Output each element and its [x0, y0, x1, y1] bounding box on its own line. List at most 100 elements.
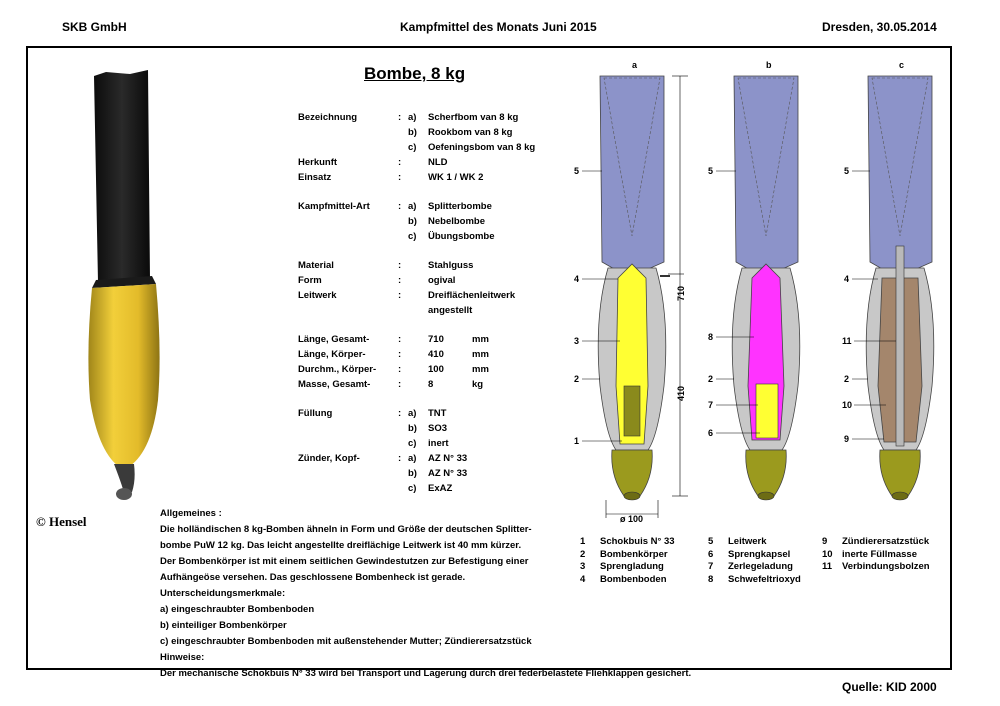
legend-text: Schokbuis N° 33: [600, 536, 675, 547]
spec-value: angestellt: [428, 305, 473, 316]
variant-b-drawing: [731, 75, 801, 501]
spec-value: Nebelbombe: [428, 216, 486, 227]
header-subject: Kampfmittel des Monats Juni 2015: [400, 20, 597, 34]
spec-colon: :: [398, 172, 402, 183]
legend-text: Zerlegeladung: [728, 561, 793, 572]
spec-value: Oefeningsbom van 8 kg: [428, 142, 536, 153]
spec-colon: :: [398, 453, 402, 464]
variant-b-fuze: [745, 449, 787, 497]
text-line: Aufhängeöse versehen. Das geschlossene B…: [160, 572, 466, 583]
spec-unit: kg: [472, 379, 484, 390]
callout-c-2: 2: [844, 374, 849, 384]
variant-a-fuze: [611, 449, 653, 497]
legend-number: 11: [822, 561, 833, 572]
text-line: Der Bombenkörper ist mit einem seitliche…: [160, 556, 529, 567]
spec-value: AZ N° 33: [428, 453, 468, 464]
legend-text: inerte Füllmasse: [842, 548, 917, 560]
spec-value: SO3: [428, 423, 448, 434]
legend-text: Sprengkapsel: [728, 548, 791, 560]
spec-value: AZ N° 33: [428, 468, 468, 479]
legend-number: 7: [708, 561, 714, 572]
spec-letter: b): [408, 468, 417, 479]
callout-a-2: 2: [574, 374, 579, 384]
text-line: bombe PuW 12 kg. Das leicht angestellte …: [160, 540, 522, 551]
spec-colon: :: [398, 408, 402, 419]
text-line: b) einteiliger Bombenkörper: [160, 620, 287, 631]
variant-c-drawing: [865, 75, 935, 501]
spec-colon: :: [398, 275, 402, 286]
spec-label: Herkunft: [298, 157, 338, 168]
callout-b-7: 7: [708, 400, 713, 410]
spec-letter: b): [408, 216, 417, 227]
callout-a-3: 3: [574, 336, 579, 346]
spec-label: Kampfmittel-Art: [298, 201, 370, 212]
legend-number: 5: [708, 536, 714, 547]
spec-colon: :: [398, 112, 402, 123]
spec-label: Leitwerk: [298, 290, 337, 301]
bomb-fuze-tip: [116, 488, 132, 500]
spec-label: Material: [298, 260, 334, 271]
spec-colon: :: [398, 201, 402, 212]
spec-colon: :: [398, 379, 402, 390]
spec-value: 100: [428, 364, 444, 375]
spec-value: WK 1 / WK 2: [428, 172, 484, 183]
spec-letter: a): [408, 453, 417, 464]
bomb-photo: [88, 70, 160, 500]
spec-colon: :: [398, 349, 402, 360]
text-line: Die holländischen 8 kg-Bomben ähneln in …: [160, 524, 532, 535]
legend-number: 4: [580, 573, 586, 585]
spec-label: Bezeichnung: [298, 112, 358, 123]
text-line: Der mechanische Schokbuis N° 33 wird bei…: [160, 668, 692, 679]
text-line: Unterscheidungsmerkmale:: [160, 588, 286, 599]
spec-letter: b): [408, 127, 417, 138]
spec-letter: b): [408, 423, 417, 434]
bomb-cross-section-diagram: a b c 710 410 ø 100 5 4 3 2 1 5 8: [574, 60, 935, 524]
variant-c-tail: [867, 75, 933, 271]
legend-number: 8: [708, 573, 714, 585]
spec-unit: mm: [472, 364, 489, 375]
variant-label-a: a: [632, 60, 638, 70]
bomb-tail-fins: [94, 70, 150, 282]
spec-colon: :: [398, 290, 402, 301]
spec-label: Länge, Gesamt-: [298, 334, 370, 345]
spec-label: Form: [298, 275, 322, 286]
spec-letter: c): [408, 231, 417, 242]
spec-label: Zünder, Kopf-: [298, 453, 360, 464]
spec-value: ogival: [428, 275, 456, 286]
dim-body-length: 410: [676, 386, 686, 401]
spec-colon: :: [398, 260, 402, 271]
callout-c-10: 10: [842, 400, 852, 410]
dim-diameter: ø 100: [620, 514, 643, 524]
legend-number: 3: [580, 561, 586, 572]
legend-text: Bombenboden: [600, 573, 667, 585]
legend-text: Verbindungsbolzen: [842, 561, 930, 572]
callout-c-11: 11: [842, 336, 852, 346]
spec-letter: a): [408, 408, 417, 419]
text-line: a) eingeschraubter Bombenboden: [160, 604, 315, 615]
spec-value: NLD: [428, 157, 448, 168]
variant-label-c: c: [899, 60, 904, 70]
text-line: Hinweise:: [160, 652, 205, 663]
spec-value: Übungsbombe: [428, 231, 495, 242]
callout-c-4: 4: [844, 274, 849, 284]
variant-b-tail: [733, 75, 799, 271]
variant-c-fuze: [879, 449, 921, 497]
spec-value: TNT: [428, 408, 447, 419]
spec-value: ExAZ: [428, 483, 453, 494]
page-title: Bombe, 8 kg: [364, 64, 466, 83]
spec-value: Dreiflächenleitwerk: [428, 290, 516, 301]
callout-b-8: 8: [708, 332, 713, 342]
callout-b-2: 2: [708, 374, 713, 384]
spec-label: Masse, Gesamt-: [298, 379, 371, 390]
callout-c-5: 5: [844, 166, 849, 176]
spec-letter: a): [408, 112, 417, 123]
bomb-nose: [114, 464, 135, 495]
legend-number: 10: [822, 548, 833, 560]
spec-letter: a): [408, 201, 417, 212]
header-company: SKB GmbH: [62, 20, 127, 34]
legend-number: 2: [580, 548, 586, 560]
source-note: Quelle: KID 2000: [842, 680, 937, 694]
legend-text: Zündierersatzstück: [842, 536, 930, 547]
spec-value: 710: [428, 334, 444, 345]
variant-c-bolt: [895, 245, 905, 447]
